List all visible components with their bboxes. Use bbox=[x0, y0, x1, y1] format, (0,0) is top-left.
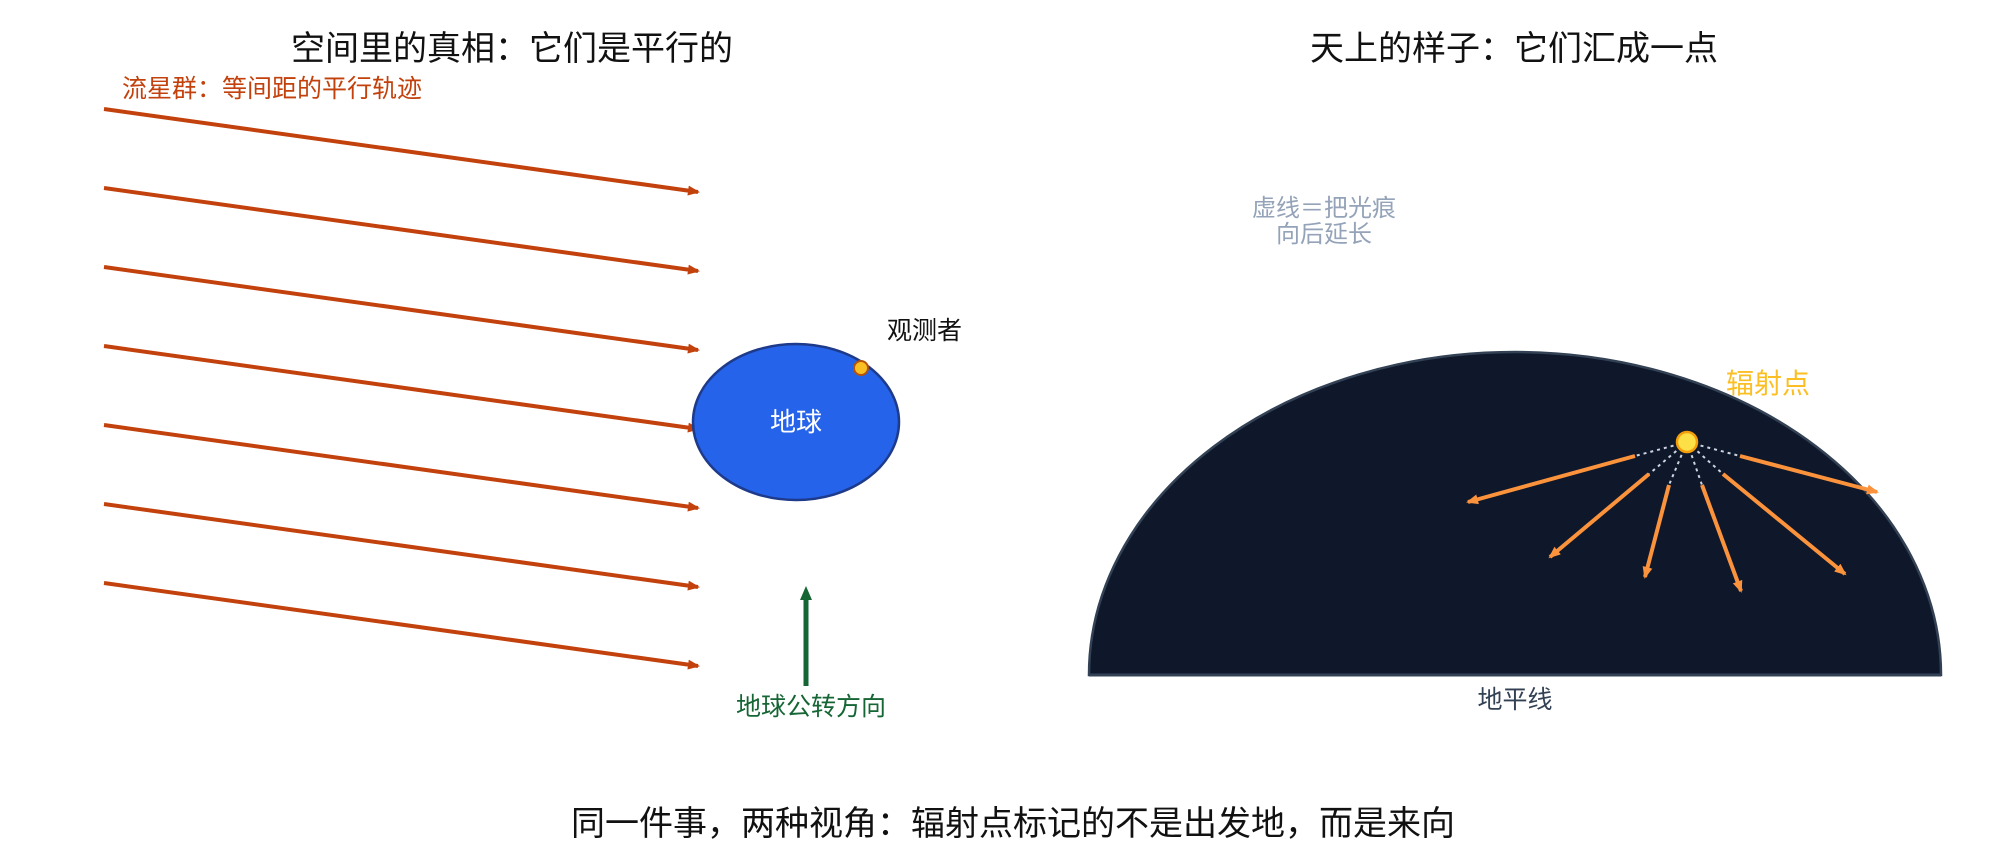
meteor-track bbox=[103, 186, 700, 275]
right-panel-title: 天上的样子：它们汇成一点 bbox=[1310, 29, 1718, 69]
meteor-stream-label: 流星群：等间距的平行轨迹 bbox=[122, 74, 422, 103]
extension-note-line-2: 向后延长 bbox=[1276, 220, 1372, 248]
observer-label: 观测者 bbox=[887, 316, 962, 345]
meteor-track bbox=[103, 107, 700, 196]
right-panel: 天上的样子：它们汇成一点 虚线＝把光痕 向后延长 辐射点 地平线 bbox=[1087, 29, 1943, 714]
left-panel-title: 空间里的真相：它们是平行的 bbox=[291, 29, 733, 69]
earth: 地球 bbox=[691, 342, 901, 502]
meteor-streak bbox=[1466, 454, 1636, 505]
observer-dot bbox=[853, 360, 869, 376]
orbit-direction-label: 地球公转方向 bbox=[736, 692, 886, 721]
sky-dome bbox=[1087, 350, 1943, 677]
meteor-tracks bbox=[103, 107, 700, 670]
left-panel: 空间里的真相：它们是平行的 流星群：等间距的平行轨迹 地球 观测者 地球公转方向 bbox=[103, 29, 962, 721]
meteor-track bbox=[103, 344, 700, 433]
horizon-label: 地平线 bbox=[1477, 685, 1552, 714]
radiant-label: 辐射点 bbox=[1726, 367, 1810, 400]
meteor-track bbox=[103, 581, 700, 670]
meteor-track bbox=[103, 423, 700, 512]
meteor-streak bbox=[1548, 472, 1651, 559]
earth-label: 地球 bbox=[770, 408, 822, 438]
meteor-streak bbox=[1721, 472, 1847, 576]
radiant-point bbox=[1675, 430, 1699, 454]
meteor-track bbox=[103, 502, 700, 591]
meteor-streak bbox=[1739, 454, 1879, 495]
meteor-track bbox=[103, 265, 700, 354]
extension-note-line-1: 虚线＝把光痕 bbox=[1252, 194, 1396, 222]
meteor-streak bbox=[1700, 484, 1743, 593]
meteor-streak bbox=[1642, 484, 1671, 579]
bottom-caption: 同一件事，两种视角：辐射点标记的不是出发地，而是来向 bbox=[571, 804, 1455, 844]
earth-body bbox=[691, 342, 901, 502]
